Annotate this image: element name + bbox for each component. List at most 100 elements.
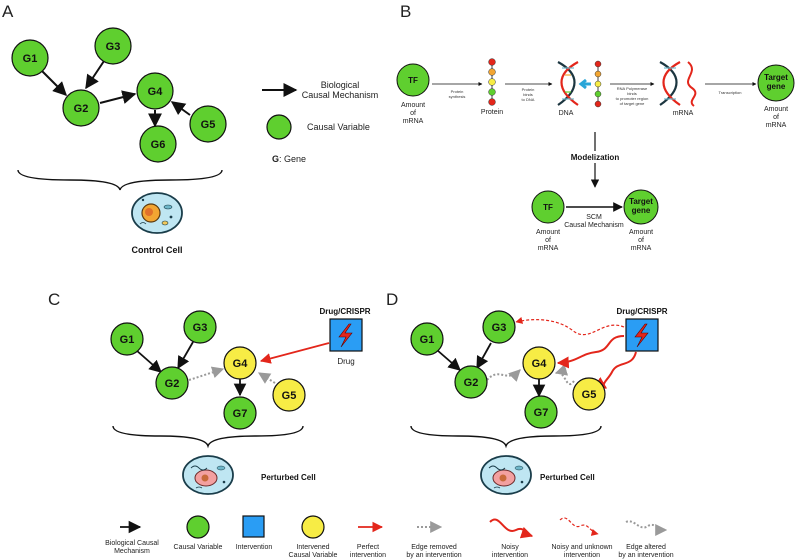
c-cell-label: Perturbed Cell bbox=[261, 473, 316, 482]
panel-a-graph: G1 G2 G3 G4 G5 G6 bbox=[11, 27, 227, 163]
c-node-g4: G4 bbox=[223, 346, 257, 380]
d-node-g7: G7 bbox=[524, 395, 558, 429]
node-g5: G5 bbox=[189, 105, 227, 143]
d-node-g1-label: G1 bbox=[420, 334, 435, 346]
binding-arrow-icon bbox=[578, 78, 591, 90]
panel-letter-d: D bbox=[386, 290, 398, 309]
legend-noisy-1: Noisy bbox=[501, 544, 519, 551]
d-node-g5: G5 bbox=[572, 377, 606, 411]
legend-noisy-unknown-2: intervention bbox=[564, 552, 600, 559]
node-g1-label: G1 bbox=[23, 53, 38, 65]
d-node-g3: G3 bbox=[482, 310, 516, 344]
scm-label-1: SCM bbox=[586, 214, 602, 221]
c-node-g3: G3 bbox=[183, 310, 217, 344]
d-node-g3-label: G3 bbox=[492, 322, 507, 334]
target-gene-node: Target gene bbox=[757, 64, 795, 102]
node-g2: G2 bbox=[62, 89, 100, 127]
edge-d-g3-g2 bbox=[476, 342, 492, 370]
c-node-g4-label: G4 bbox=[233, 358, 249, 370]
legend-removed-1: Edge removed bbox=[411, 544, 457, 551]
gene-key-rest: : Gene bbox=[279, 154, 306, 164]
c-node-g5-label: G5 bbox=[282, 390, 297, 402]
rna-pol-1: RNA Polymerase bbox=[617, 86, 648, 91]
legend-altered-1: Edge altered bbox=[626, 544, 666, 551]
bottom-legend: Biological Causal Mechanism Causal Varia… bbox=[105, 515, 674, 559]
d-cell-label: Perturbed Cell bbox=[540, 473, 595, 482]
node-g5-label: G5 bbox=[201, 119, 216, 131]
legend-bio-1: Biological Causal bbox=[105, 540, 159, 547]
tf-amount-1: Amount bbox=[401, 102, 425, 109]
legend-intervened-1: Intervened bbox=[296, 544, 329, 551]
target-gene-l1: Target bbox=[764, 73, 788, 82]
modelization-bg bbox=[571, 151, 619, 163]
node-g1: G1 bbox=[11, 39, 49, 77]
c-node-g1-label: G1 bbox=[120, 334, 135, 346]
c-drug-title: Drug/CRISPR bbox=[319, 307, 370, 316]
d-node-g4-label: G4 bbox=[532, 358, 548, 370]
control-cell-icon bbox=[131, 192, 183, 234]
tf-amount-3: mRNA bbox=[403, 118, 424, 125]
modelization-label: Modelization bbox=[571, 153, 620, 162]
edge-d-drug-g5-noisy bbox=[593, 351, 637, 389]
panel-letter-b: B bbox=[400, 2, 411, 21]
panel-d-graph: G1 G2 G3 G4 G5 G7 bbox=[410, 310, 637, 429]
legend-perfect-2: intervention bbox=[350, 552, 386, 559]
scm-target-amount-1: Amount bbox=[629, 229, 653, 236]
c-perturbed-cell-icon bbox=[182, 455, 234, 495]
scm-tf-node: TF bbox=[531, 190, 565, 224]
d-intervention-box bbox=[625, 318, 659, 352]
legend-noisy-unknown-1: Noisy and unknown bbox=[551, 544, 612, 551]
scm-label-2: Causal Mechanism bbox=[564, 222, 624, 229]
brace-d bbox=[410, 425, 602, 449]
rna-pol-4: of target gene bbox=[620, 101, 645, 106]
legend-bio-2: Mechanism bbox=[114, 548, 150, 555]
edge-g2-g4 bbox=[99, 90, 137, 104]
edge-c-drug-g4 bbox=[259, 342, 330, 364]
node-g3-label: G3 bbox=[106, 41, 121, 53]
edge-d-g5-g4-altered bbox=[554, 364, 575, 385]
legend-intervened-2: Causal Variable bbox=[289, 552, 338, 559]
protein-synthesis-1: Protein bbox=[451, 89, 464, 94]
edge-c-g1-g2 bbox=[135, 349, 162, 373]
legend-noisy-unknown-arrow bbox=[559, 517, 599, 536]
d-node-g1: G1 bbox=[410, 322, 444, 356]
scm-tf-amount-1: Amount bbox=[536, 229, 560, 236]
edge-g1-g2 bbox=[41, 70, 67, 96]
edge-c-g5-g4-removed bbox=[257, 372, 276, 384]
node-g2-label: G2 bbox=[74, 103, 89, 115]
legend-a-circle bbox=[266, 114, 292, 140]
panel-letter-c: C bbox=[48, 290, 60, 309]
d-perturbed-cell-icon bbox=[480, 455, 532, 495]
rna-pol-2: binds bbox=[627, 91, 637, 96]
scm-target-amount-2: of bbox=[638, 237, 644, 244]
legend-intervention-label: Intervention bbox=[236, 544, 273, 551]
protein-icon bbox=[488, 58, 496, 106]
d-lightning-icon bbox=[634, 323, 649, 348]
scm-target-amount-3: mRNA bbox=[631, 245, 652, 252]
node-g4: G4 bbox=[136, 72, 174, 110]
protein-label: Protein bbox=[481, 109, 503, 116]
legend-noisy-2: intervention bbox=[492, 552, 528, 559]
c-node-g7-label: G7 bbox=[233, 408, 248, 420]
legend-causal-label: Causal Variable bbox=[174, 544, 223, 551]
dna-label: DNA bbox=[559, 110, 574, 117]
c-node-g3-label: G3 bbox=[193, 322, 208, 334]
gene-key: G: Gene bbox=[272, 154, 306, 164]
edge-d-g2-g4-altered bbox=[486, 369, 521, 382]
tf-node: TF bbox=[396, 63, 430, 97]
edge-c-g3-g2 bbox=[177, 341, 194, 370]
dna-icon bbox=[557, 61, 579, 106]
d-drug-title: Drug/CRISPR bbox=[616, 307, 667, 316]
node-g6: G6 bbox=[139, 125, 177, 163]
edge-d-g1-g2 bbox=[436, 349, 461, 371]
protein-binds-3: to DNA bbox=[522, 97, 535, 102]
scm-tf-amount-2: of bbox=[545, 237, 551, 244]
c-node-g5: G5 bbox=[272, 378, 306, 412]
mrna-label: mRNA bbox=[673, 110, 694, 117]
target-amount-3: mRNA bbox=[766, 122, 787, 129]
brace-a bbox=[17, 169, 223, 191]
protein-binds-2: binds bbox=[523, 92, 533, 97]
edge-d-drug-g4-noisy bbox=[556, 335, 625, 369]
protein-synthesis-2: synthesis bbox=[449, 94, 466, 99]
